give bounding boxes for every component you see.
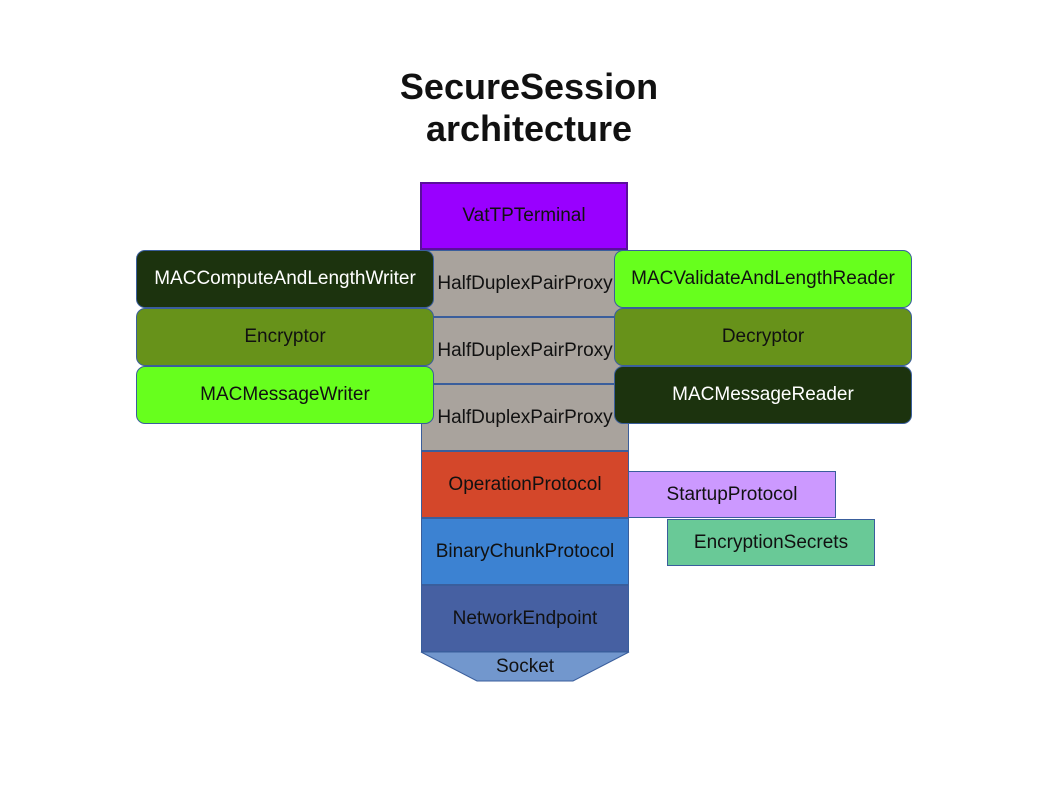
- half-duplex-pair-proxy-block-1: HalfDuplexPairProxy: [421, 250, 629, 317]
- mac-message-writer-block: MACMessageWriter: [136, 366, 434, 424]
- vattp-terminal-block: VatTPTerminal: [420, 182, 628, 250]
- title-line-2: architecture: [425, 108, 633, 149]
- mac-compute-and-length-writer-block: MACComputeAndLengthWriter: [136, 250, 434, 308]
- mac-message-reader-block: MACMessageReader: [614, 366, 912, 424]
- encryption-secrets-block: EncryptionSecrets: [667, 519, 875, 566]
- socket-block: [420, 651, 630, 682]
- half-duplex-pair-proxy-block-3: HalfDuplexPairProxy: [421, 384, 629, 451]
- network-endpoint-block: NetworkEndpoint: [421, 585, 629, 652]
- diagram-title: SecureSession architecture: [329, 66, 729, 150]
- binary-chunk-protocol-block: BinaryChunkProtocol: [421, 518, 629, 585]
- socket-shape: [420, 651, 630, 682]
- encryptor-block: Encryptor: [136, 308, 434, 366]
- title-line-1: SecureSession: [399, 66, 659, 107]
- startup-protocol-block: StartupProtocol: [628, 471, 836, 518]
- half-duplex-pair-proxy-block-2: HalfDuplexPairProxy: [421, 317, 629, 384]
- mac-validate-and-length-reader-block: MACValidateAndLengthReader: [614, 250, 912, 308]
- socket-label: Socket: [495, 655, 555, 677]
- operation-protocol-block: OperationProtocol: [421, 451, 629, 518]
- decryptor-block: Decryptor: [614, 308, 912, 366]
